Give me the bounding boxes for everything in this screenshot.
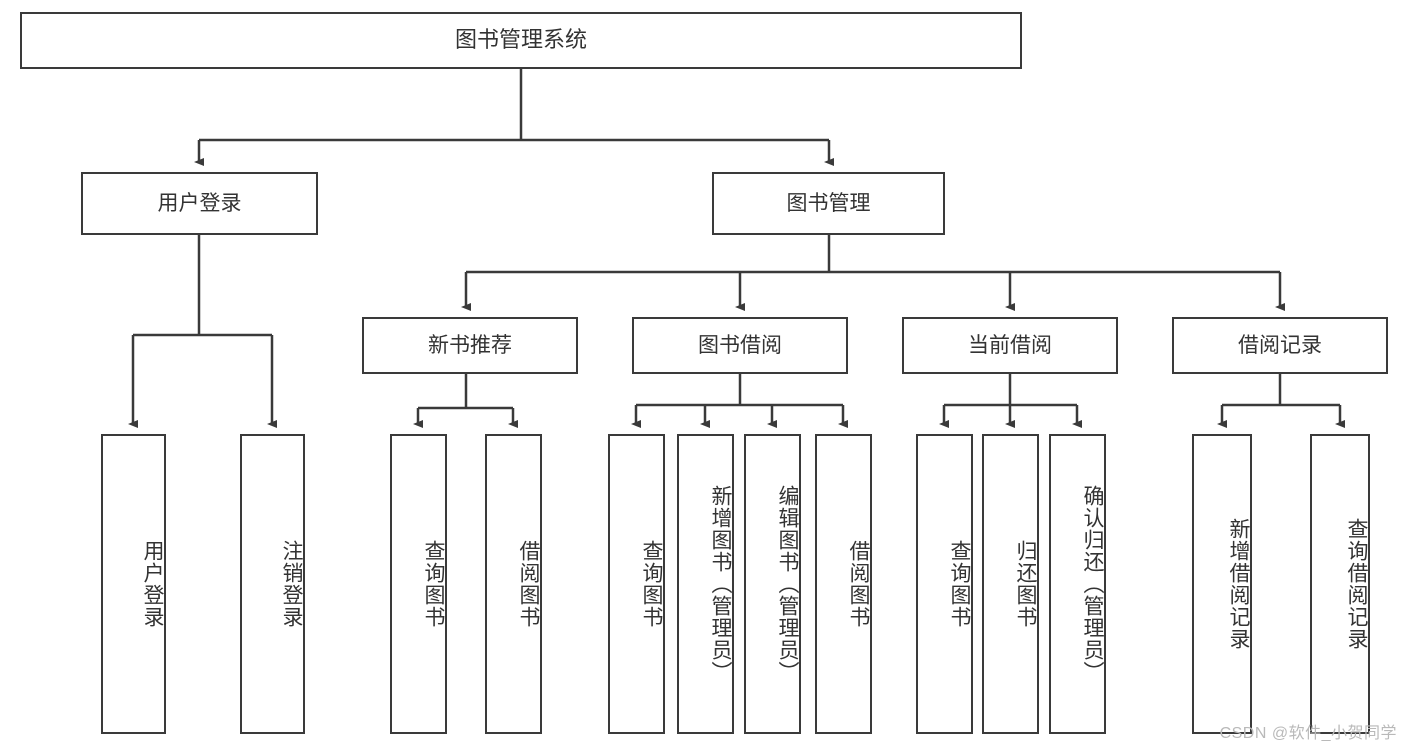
leaf-borrow-edit-book-admin[interactable]: 编辑图书（管理员） <box>744 434 801 734</box>
node-label: 当前借阅 <box>968 333 1052 357</box>
watermark: CSDN @软件_小贺同学 <box>1219 725 1397 742</box>
leaf-recommend-borrow-book[interactable]: 借阅图书 <box>485 434 542 734</box>
node-label: 注销登录 <box>280 540 303 628</box>
node-label: 编辑图书（管理员） <box>776 485 799 683</box>
node-label: 用户登录 <box>157 191 242 215</box>
node-label: 归还图书 <box>1014 540 1037 628</box>
leaf-record-query-borrow-record[interactable]: 查询借阅记录 <box>1310 434 1370 734</box>
leaf-borrow-query-book[interactable]: 查询图书 <box>608 434 665 734</box>
leaf-user-login[interactable]: 用户登录 <box>101 434 166 734</box>
node-label: 查询图书 <box>948 540 971 628</box>
node-label: 新书推荐 <box>428 333 512 357</box>
node-book-borrow[interactable]: 图书借阅 <box>632 317 848 374</box>
leaf-recommend-query-book[interactable]: 查询图书 <box>390 434 447 734</box>
node-book-management[interactable]: 图书管理 <box>712 172 945 235</box>
node-label: 借阅图书 <box>847 540 870 628</box>
leaf-record-add-borrow-record[interactable]: 新增借阅记录 <box>1192 434 1252 734</box>
leaf-current-query-book[interactable]: 查询图书 <box>916 434 973 734</box>
node-user-login[interactable]: 用户登录 <box>81 172 318 235</box>
node-label: 图书管理系统 <box>454 27 587 53</box>
node-label: 新增借阅记录 <box>1227 518 1250 650</box>
node-label: 查询借阅记录 <box>1345 518 1368 650</box>
node-label: 借阅图书 <box>517 540 540 628</box>
node-borrow-record[interactable]: 借阅记录 <box>1172 317 1388 374</box>
node-current-borrow[interactable]: 当前借阅 <box>902 317 1118 374</box>
node-label: 图书借阅 <box>698 333 782 357</box>
node-label: 查询图书 <box>640 540 663 628</box>
node-label: 新增图书（管理员） <box>709 485 732 683</box>
node-label: 借阅记录 <box>1238 333 1322 357</box>
leaf-user-logout[interactable]: 注销登录 <box>240 434 305 734</box>
node-label: 图书管理 <box>786 191 871 215</box>
node-label: 用户登录 <box>141 540 164 628</box>
leaf-borrow-borrow-book[interactable]: 借阅图书 <box>815 434 872 734</box>
leaf-current-return-book[interactable]: 归还图书 <box>982 434 1039 734</box>
leaf-borrow-add-book-admin[interactable]: 新增图书（管理员） <box>677 434 734 734</box>
leaf-current-confirm-return-admin[interactable]: 确认归还（管理员） <box>1049 434 1106 734</box>
node-label: 查询图书 <box>422 540 445 628</box>
node-label: 确认归还（管理员） <box>1081 485 1104 683</box>
node-root-book-management-system[interactable]: 图书管理系统 <box>20 12 1022 69</box>
node-new-book-recommend[interactable]: 新书推荐 <box>362 317 578 374</box>
